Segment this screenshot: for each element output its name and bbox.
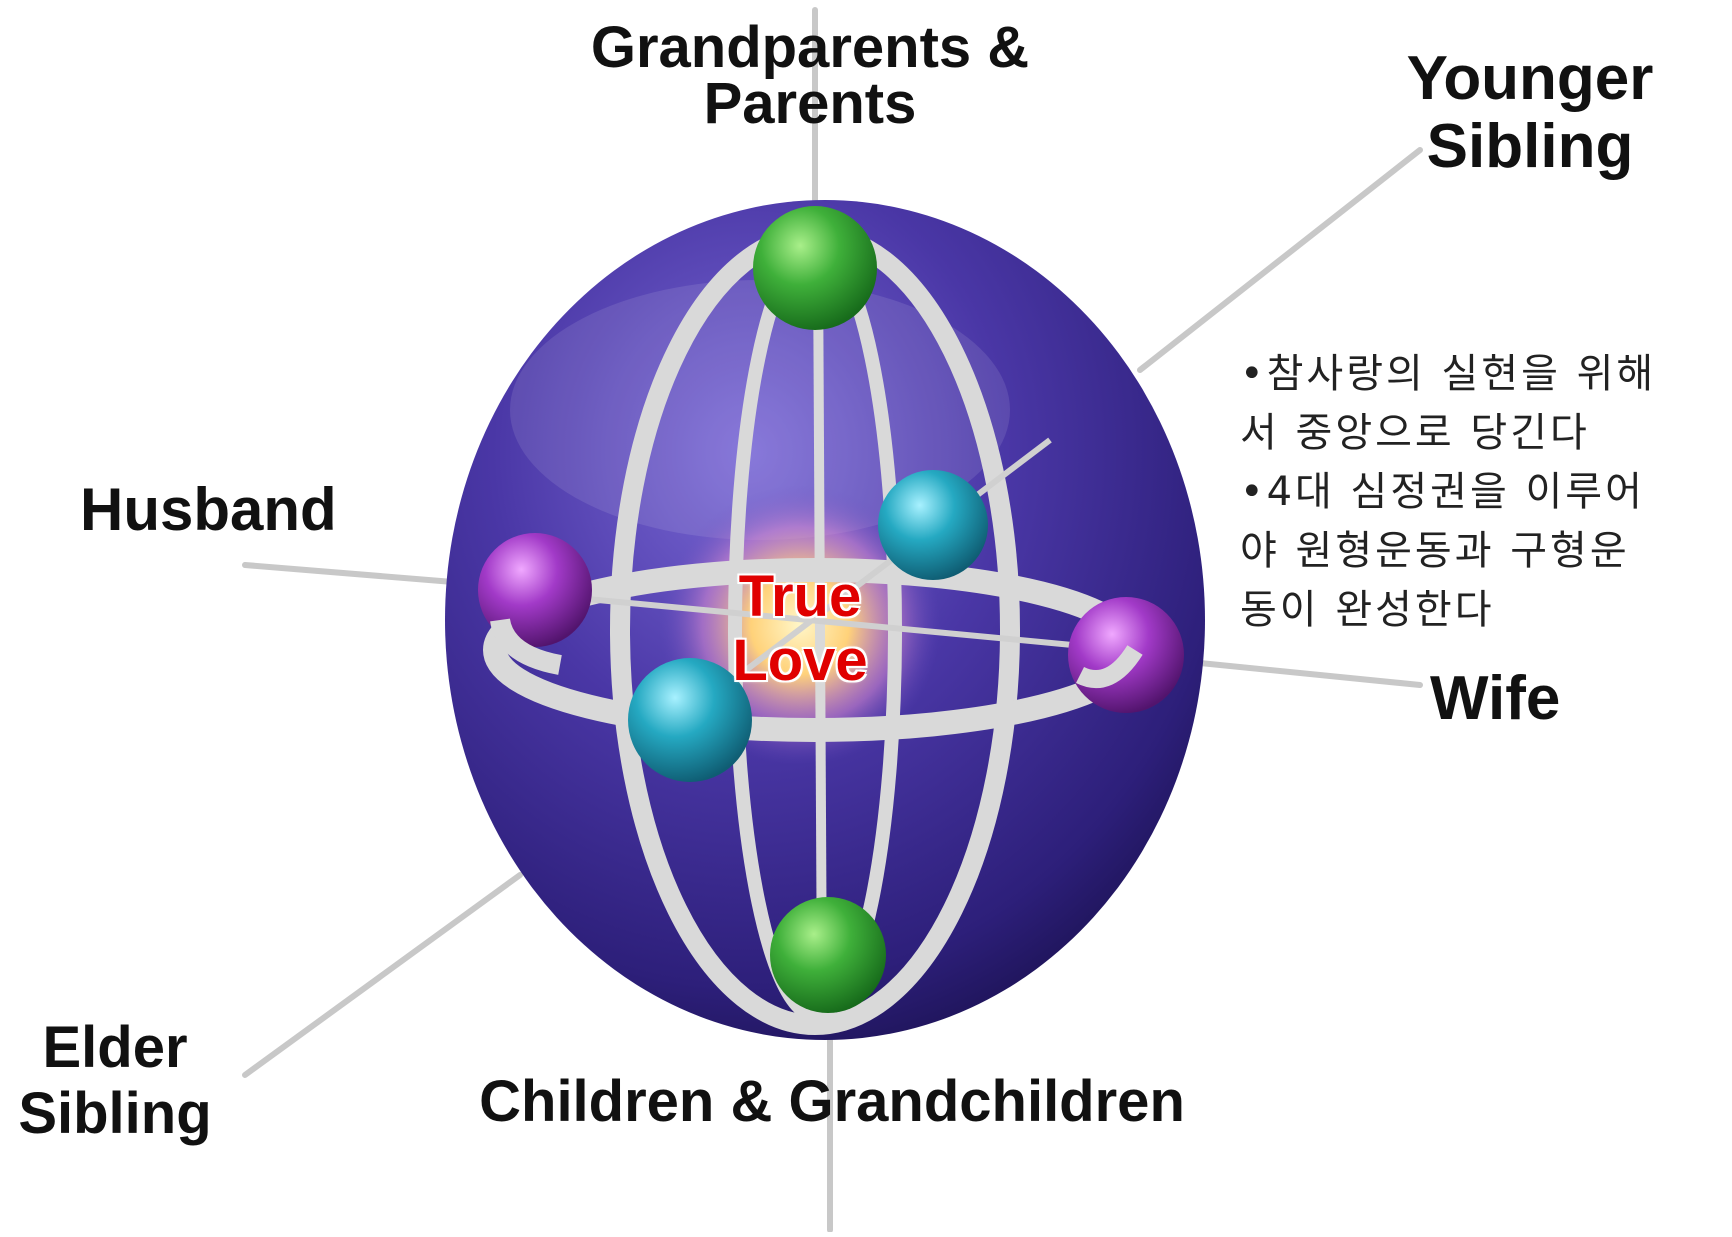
- label-younger-line1: Younger: [1380, 45, 1680, 113]
- axis-right-line: [1170, 660, 1420, 685]
- label-grandparents-parents: Grandparents & Parents: [560, 20, 1060, 132]
- label-grandparents-line2: Parents: [560, 76, 1060, 132]
- axis-younger-line: [1140, 150, 1420, 370]
- label-younger-sibling: Younger Sibling: [1380, 45, 1680, 181]
- notes-line: 동이 완성한다: [1240, 581, 1720, 640]
- ball-younger-sibling: [878, 470, 988, 580]
- label-wife: Wife: [1430, 668, 1630, 730]
- label-younger-line2: Sibling: [1380, 113, 1680, 181]
- center-label-true-love: True Love: [700, 565, 900, 693]
- notes-line: 야 원형운동과 구형운: [1240, 522, 1720, 581]
- label-elder-sibling: Elder Sibling: [5, 1015, 225, 1147]
- ball-children-grandchildren: [770, 897, 886, 1013]
- center-label-line1: True: [700, 565, 900, 629]
- notes-text: •참사랑의 실현을 위해 서 중앙으로 당긴다 •4대 심정권을 이루어 야 원…: [1240, 345, 1720, 640]
- label-elder-line2: Sibling: [5, 1081, 225, 1147]
- label-husband: Husband: [80, 480, 370, 540]
- notes-line: 서 중앙으로 당긴다: [1240, 404, 1720, 463]
- label-grandparents-line1: Grandparents &: [560, 20, 1060, 76]
- notes-line: •4대 심정권을 이루어: [1240, 463, 1720, 522]
- label-elder-line1: Elder: [5, 1015, 225, 1081]
- axis-elder-line: [245, 875, 520, 1075]
- ball-grandparents-parents: [753, 206, 877, 330]
- center-label-line2: Love: [700, 629, 900, 693]
- label-children-grandchildren: Children & Grandchildren: [452, 1073, 1212, 1131]
- notes-line: •참사랑의 실현을 위해: [1240, 345, 1720, 404]
